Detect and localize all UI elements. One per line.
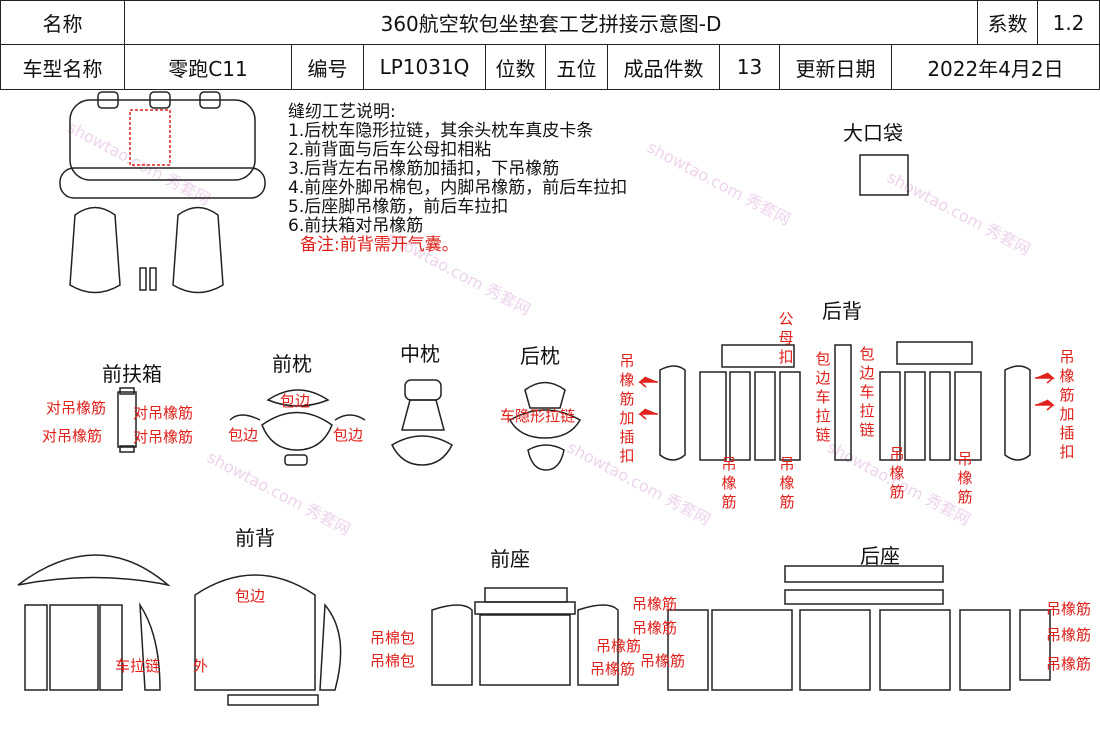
pieces-value: 13 (720, 44, 780, 90)
note-diao-xiangjin: 吊橡筋 (590, 660, 636, 678)
note-diao-xiangjin: 吊橡筋 (632, 595, 678, 613)
note-diao-jiacha: 吊橡筋加插扣 (619, 352, 635, 465)
note-baobian: 包边 (280, 392, 311, 410)
note-diao-xiangjin: 吊橡筋 (640, 652, 686, 670)
section-front-armrest: 前扶箱 (102, 362, 162, 386)
note-diao-xiangjin: 吊橡筋 (1046, 655, 1092, 673)
note-item: 1.后枕车隐形拉链，其余头枕车真皮卡条 (288, 121, 594, 141)
note-baobian: 包边 (228, 426, 259, 444)
note-diao-xiangjin: 吊橡筋 (596, 637, 642, 655)
pieces-label: 成品件数 (608, 44, 720, 90)
note-baobian: 包边 (235, 587, 266, 605)
notes-remark: 备注:前背需开气囊。 (300, 235, 459, 255)
seat-thumbnail (59, 91, 266, 294)
section-big-bag: 大口袋 (843, 121, 903, 145)
date-label: 更新日期 (780, 44, 892, 90)
rear-pillow-shape (508, 381, 582, 471)
note-diao-xiangjin: 吊橡筋 (957, 450, 973, 506)
coef-label: 系数 (978, 0, 1038, 45)
note-diao-mianbao: 吊棉包 (370, 652, 416, 670)
note-item: 6.前扶箱对吊橡筋 (288, 216, 424, 236)
note-bianche-lalian: 包边车拉链 (859, 345, 875, 439)
note-item: 4.前座外脚吊棉包，内脚吊橡筋，前后车拉扣 (288, 178, 628, 198)
big-bag-shape (859, 154, 909, 196)
front-seat-shapes (431, 587, 619, 686)
code-value: LP1031Q (364, 44, 486, 90)
note-duidiao: 对吊橡筋 (133, 404, 194, 422)
note-diao-xiangjin: 吊橡筋 (632, 619, 678, 637)
seats-label: 位数 (486, 44, 546, 90)
middle-pillow-shape (391, 379, 453, 466)
note-item: 5.后座脚吊橡筋，前后车拉扣 (288, 197, 509, 217)
section-front-pillow: 前枕 (272, 352, 312, 376)
note-diao-xiangjin: 吊橡筋 (1046, 626, 1092, 644)
note-diao-jiacha: 吊橡筋加插扣 (1059, 348, 1075, 461)
note-rear-zip: 车隐形拉链 (500, 407, 576, 425)
note-wai: 外 (193, 657, 209, 675)
front-back-shapes (17, 554, 342, 706)
note-diao-xiangjin: 吊橡筋 (779, 455, 795, 511)
section-mid-pillow: 中枕 (400, 342, 440, 366)
arrows (637, 372, 1056, 420)
seats-value: 五位 (546, 44, 608, 90)
note-duidiao: 对吊橡筋 (46, 399, 107, 417)
note-gongmukou: 公母扣 (778, 310, 794, 366)
note-che-lalian: 车拉链 (115, 657, 161, 675)
note-diao-xiangjin: 吊橡筋 (721, 455, 737, 511)
note-diao-xiangjin: 吊橡筋 (1046, 600, 1092, 618)
front-pillow-shape (229, 389, 366, 466)
code-label: 编号 (292, 44, 364, 90)
section-rear-back: 后背 (822, 299, 862, 323)
date-value: 2022年4月2日 (892, 44, 1100, 90)
note-diao-mianbao: 吊棉包 (370, 629, 416, 647)
note-item: 3.后背左右吊橡筋加插扣，下吊橡筋 (288, 159, 560, 179)
note-item: 2.前背面与后车公母扣相粘 (288, 140, 492, 160)
model-label: 车型名称 (0, 44, 125, 90)
rear-seat-shapes (667, 565, 1051, 691)
header-row-info: 车型名称 零跑C11 编号 LP1031Q 位数 五位 成品件数 13 更新日期… (0, 44, 1100, 90)
model-value: 零跑C11 (125, 44, 292, 90)
section-front-back: 前背 (235, 526, 275, 550)
note-duidiao: 对吊橡筋 (133, 428, 194, 446)
section-rear-pillow: 后枕 (520, 344, 560, 368)
front-armrest-shape (117, 387, 137, 453)
note-duidiao: 对吊橡筋 (42, 427, 103, 445)
rear-back-shapes (659, 341, 1031, 461)
sewing-notes: 缝纫工艺说明: 1.后枕车隐形拉链，其余头枕车真皮卡条 2.前背面与后车公母扣相… (288, 103, 627, 255)
note-baobian: 包边 (333, 426, 364, 444)
section-front-seat: 前座 (490, 547, 530, 571)
notes-title: 缝纫工艺说明: (288, 102, 396, 122)
note-bianche-lalian: 包边车拉链 (815, 350, 831, 444)
note-diao-xiangjin: 吊橡筋 (889, 445, 905, 501)
section-rear-seat: 后座 (860, 544, 900, 568)
